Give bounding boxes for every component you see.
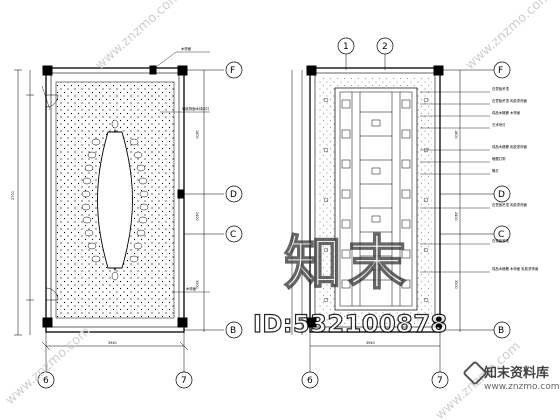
dim-label: 3500	[195, 280, 199, 289]
grid-label: 2	[382, 42, 388, 52]
watermark-id: ID:532100878	[252, 309, 448, 338]
watermark-url: www.znzmo.com	[93, 0, 184, 73]
dim-label: 2400	[454, 212, 458, 221]
grid-label: 6	[307, 376, 313, 386]
grid-bubble	[431, 371, 449, 389]
grid-label: B	[230, 326, 236, 336]
grid-label: F	[498, 66, 503, 76]
watermark-big: 知末	[283, 228, 413, 297]
logo-url: www.znzmo.com	[484, 382, 560, 392]
dim-label: 3940	[366, 341, 375, 345]
grid-label: C	[498, 230, 504, 240]
grid-label: C	[230, 230, 236, 240]
note-label: 成品木格栅 木饰面	[492, 110, 521, 115]
grid-bubble	[493, 185, 511, 203]
grid-bubble	[301, 371, 319, 389]
grid-bubble	[493, 321, 511, 339]
grid-bubble	[337, 37, 355, 55]
note-label: 木饰面	[186, 286, 197, 291]
grid-label: D	[230, 190, 237, 200]
grid-bubble	[225, 185, 243, 203]
brand-logo: 知末资料库 www.znzmo.com	[462, 360, 560, 400]
left-floor-plan	[14, 51, 243, 389]
grid-bubble	[225, 61, 243, 79]
grid-bubble	[225, 321, 243, 339]
note-label: 成品木格栅 乳胶漆饰面	[492, 144, 528, 149]
grid-bubble	[493, 61, 511, 79]
grid-label: 1	[343, 42, 349, 52]
note-label: 石膏板吊顶 乳胶漆饰面	[492, 98, 528, 103]
note-label: 石膏板吊顶 乳胶漆饰面	[492, 202, 528, 207]
grid-label: B	[498, 326, 504, 336]
note-label: 艺术吊灯	[492, 122, 506, 127]
grid-bubble	[493, 225, 511, 243]
grid-label: 7	[437, 376, 443, 386]
grid-bubble	[225, 225, 243, 243]
note-label: 筒灯	[492, 168, 499, 173]
grid-bubble	[37, 371, 55, 389]
dim-label: 3500	[454, 280, 458, 289]
right-ceiling-plan	[291, 37, 511, 389]
grid-bubble	[376, 37, 394, 55]
note-label: 木饰面	[181, 46, 192, 51]
grid-bubble	[175, 371, 193, 389]
logo-text: 知末资料库	[484, 366, 550, 381]
note-label: 石膏板吊顶	[492, 238, 510, 243]
grid-label: 7	[181, 376, 187, 386]
note-label: 石膏板吊顶	[492, 86, 510, 91]
dim-label: 3940	[108, 341, 117, 345]
grid-label: 6	[43, 376, 49, 386]
right-plan-labels: 1 2 F D C B 6 7 3940 1800 2400 3500 石膏板吊…	[307, 42, 539, 386]
grid-label: D	[498, 190, 505, 200]
watermark-url: www.znzmo.com	[463, 0, 554, 73]
note-label: 墙纸饰面木线收口	[182, 106, 209, 111]
dim-label: 2400	[195, 212, 199, 221]
left-plan-labels: F D C B 6 7 木饰面 墙纸饰面木线收口 木饰面 3940 1800 2…	[11, 46, 237, 386]
dim-label: 1800	[454, 130, 458, 139]
dim-label: 1800	[195, 130, 199, 139]
watermark-url: www.znzmo.com	[3, 324, 94, 408]
note-label: 成品木格栅 木饰面 乳胶漆饰面	[492, 266, 539, 271]
note-label: 暗藏灯带	[492, 156, 506, 161]
dim-label: 2700	[11, 191, 15, 200]
grid-label: F	[230, 66, 235, 76]
